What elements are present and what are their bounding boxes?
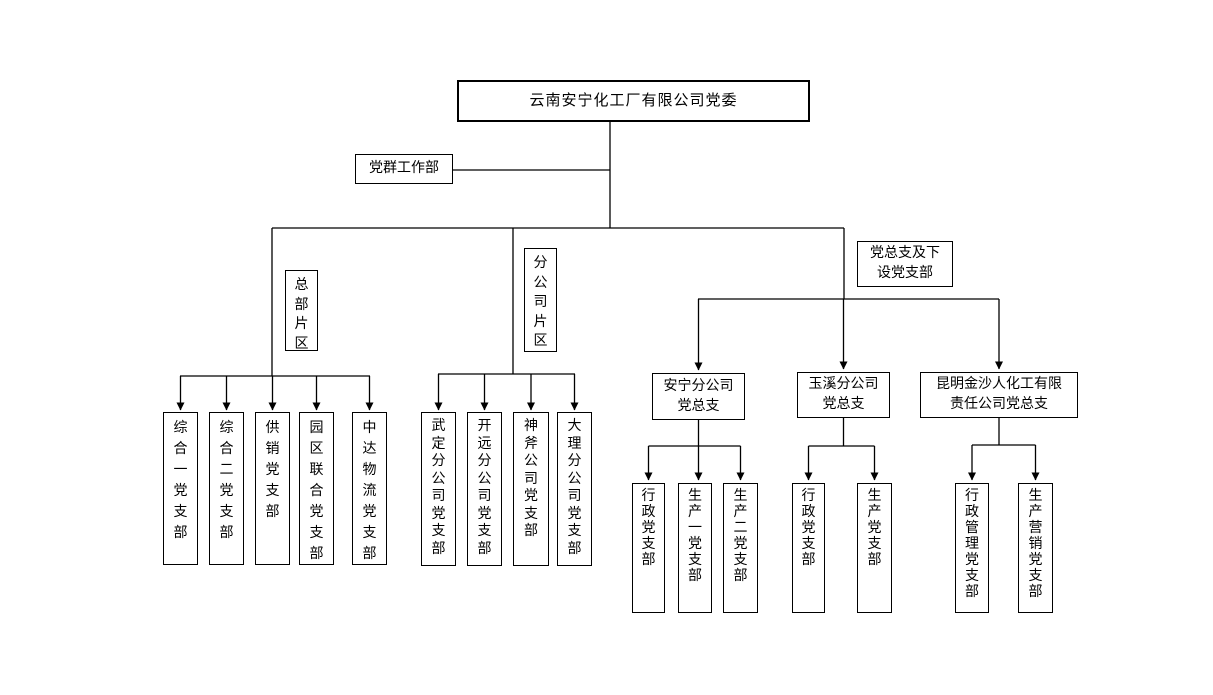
hq-branch-box: 园 区 联 合 党 支 部 — [299, 412, 334, 565]
anning-sub-branch-box: 生 产 一 党 支 部 — [678, 483, 712, 613]
yuxi-sub-branch-box: 行 政 党 支 部 — [792, 483, 825, 613]
branch-company-area-label-box: 分 公 司 片 区 — [524, 248, 557, 352]
anning-sub-branch-box: 生 产 二 党 支 部 — [723, 483, 758, 613]
connector-company-area — [434, 228, 579, 411]
root-party-committee-box: 云南安宁化工厂有限公司党委 — [457, 80, 810, 122]
kunming-sub-branch-box: 行 政 管 理 党 支 部 — [955, 483, 989, 613]
hq-branch-box: 供 销 党 支 部 — [255, 412, 290, 565]
company-branch-box: 大 理 分 公 司 党 支 部 — [557, 412, 592, 566]
kunming-sub-branch-box: 生 产 营 销 党 支 部 — [1018, 483, 1053, 613]
yuxi-sub-branch-box: 生 产 党 支 部 — [857, 483, 892, 613]
kunming-general-branch-box: 昆明金沙人化工有限 责任公司党总支 — [920, 372, 1078, 418]
anning-sub-branch-box: 行 政 党 支 部 — [632, 483, 665, 613]
company-branch-box: 神 斧 公 司 党 支 部 — [513, 412, 549, 566]
general-branches-label-box: 党总支及下 设党支部 — [857, 241, 953, 287]
hq-branch-box: 综 合 二 党 支 部 — [209, 412, 244, 565]
party-mass-work-dept-box: 党群工作部 — [355, 154, 453, 184]
hq-area-label-box: 总 部 片 区 — [285, 270, 318, 352]
hq-branch-box: 综 合 一 党 支 部 — [163, 412, 198, 565]
company-branch-box: 武 定 分 公 司 党 支 部 — [421, 412, 456, 566]
yuxi-general-branch-box: 玉溪分公司 党总支 — [797, 372, 890, 418]
connector-general-branches — [644, 228, 1040, 481]
anning-general-branch-box: 安宁分公司 党总支 — [652, 373, 745, 420]
connector-root — [272, 122, 844, 229]
company-branch-box: 开 远 分 公 司 党 支 部 — [467, 412, 502, 566]
connector-hq-area — [176, 228, 374, 411]
hq-branch-box: 中 达 物 流 党 支 部 — [352, 412, 387, 565]
